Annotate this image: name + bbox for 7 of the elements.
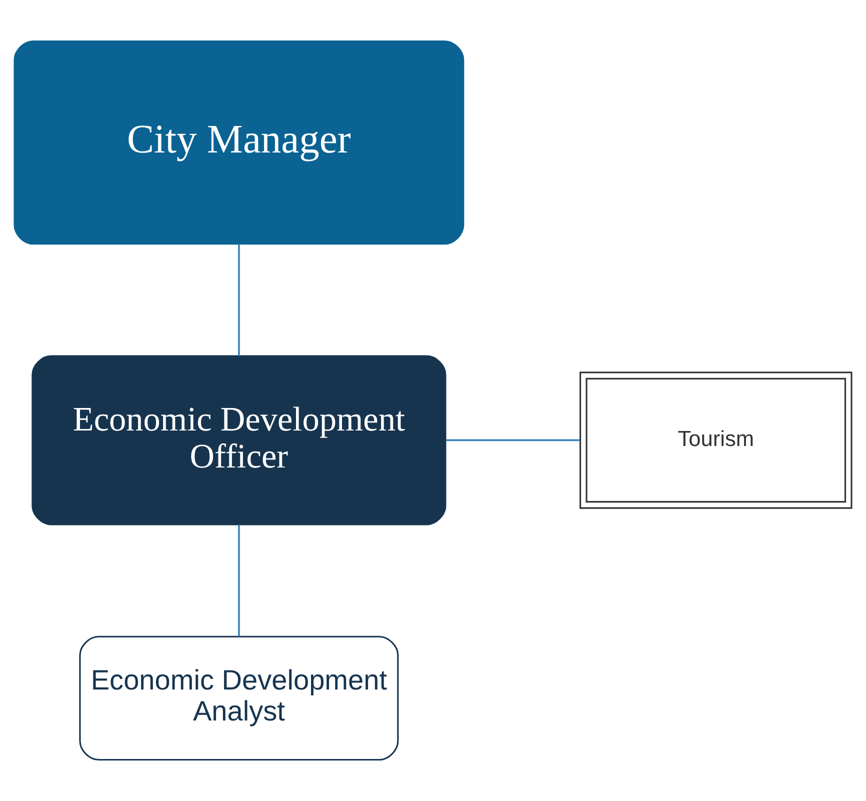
node-box: Economic Development Analyst bbox=[79, 636, 399, 761]
connector bbox=[238, 524, 240, 636]
node-box: Economic Development Officer bbox=[32, 355, 446, 526]
node-box: City Manager bbox=[14, 40, 464, 245]
connector bbox=[238, 244, 240, 356]
node-box: Tourism bbox=[580, 372, 852, 509]
connector bbox=[446, 439, 580, 442]
